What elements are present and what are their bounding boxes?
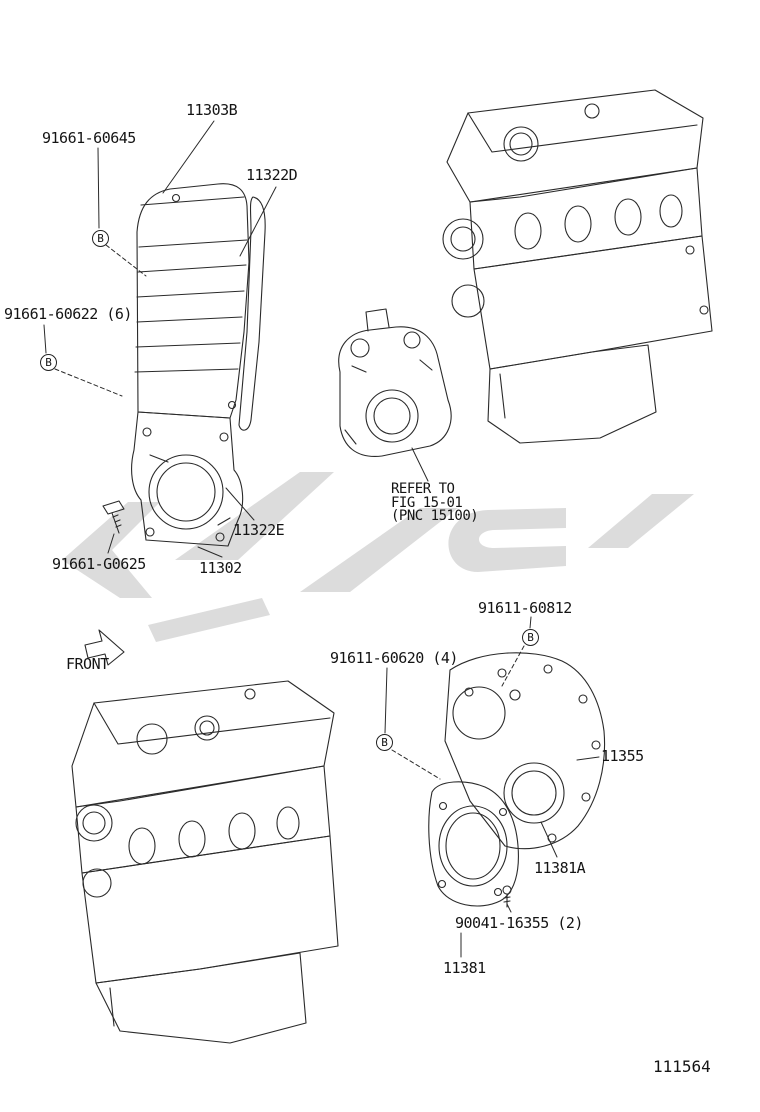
- part-label-11381A[interactable]: 11381A: [534, 859, 586, 877]
- oil-seal-retainer: [428, 781, 519, 907]
- marker-b-91661-60645: B: [92, 230, 109, 247]
- watermark-logo: [62, 472, 694, 642]
- front-label: FRONT: [66, 655, 109, 673]
- oil-pump: [338, 308, 452, 457]
- marker-b-91611-60620: B: [376, 734, 393, 751]
- marker-b-91611-60812: B: [522, 629, 539, 646]
- reference-note-line1: REFER TO: [391, 481, 455, 497]
- front-arrow-icon: [84, 629, 125, 666]
- figure-code: 111564: [653, 1057, 711, 1076]
- reference-note-line2: FIG 15-01: [391, 494, 463, 511]
- part-label-11322D[interactable]: 11322D: [246, 166, 298, 184]
- part-label-11302[interactable]: 11302: [199, 559, 242, 577]
- part-label-91661-60645[interactable]: 91661-60645: [42, 129, 136, 147]
- reference-note-line3: (PNC 15100): [391, 508, 479, 524]
- part-label-91611-60620[interactable]: 91611-60620 (4): [330, 649, 458, 667]
- timing-cover-lower: [131, 411, 244, 547]
- part-label-91661-60622[interactable]: 91661-60622 (6): [4, 305, 132, 323]
- part-label-91611-60812[interactable]: 91611-60812: [478, 599, 572, 617]
- marker-b-91661-60622: B: [40, 354, 57, 371]
- leader-lines-dashed: [54, 244, 525, 780]
- part-label-11381[interactable]: 11381: [443, 959, 486, 977]
- part-label-11322E[interactable]: 11322E: [233, 521, 285, 539]
- leader-lines: [43, 120, 600, 958]
- engine-assembly-top-right: [442, 89, 713, 444]
- reference-note: REFER TO FIG 15-01 (PNC 15100): [391, 481, 479, 524]
- timing-cover-upper: [134, 183, 250, 419]
- part-label-90041-16355[interactable]: 90041-16355 (2): [455, 914, 583, 932]
- rear-end-plate: [444, 652, 606, 850]
- part-label-11355[interactable]: 11355: [601, 747, 644, 765]
- bolt-91661-G0625-icon: [102, 500, 125, 534]
- engine-assembly-bottom-left: [71, 680, 339, 1044]
- part-label-11303B[interactable]: 11303B: [186, 101, 238, 119]
- part-label-91661-G0625[interactable]: 91661-G0625: [52, 555, 146, 573]
